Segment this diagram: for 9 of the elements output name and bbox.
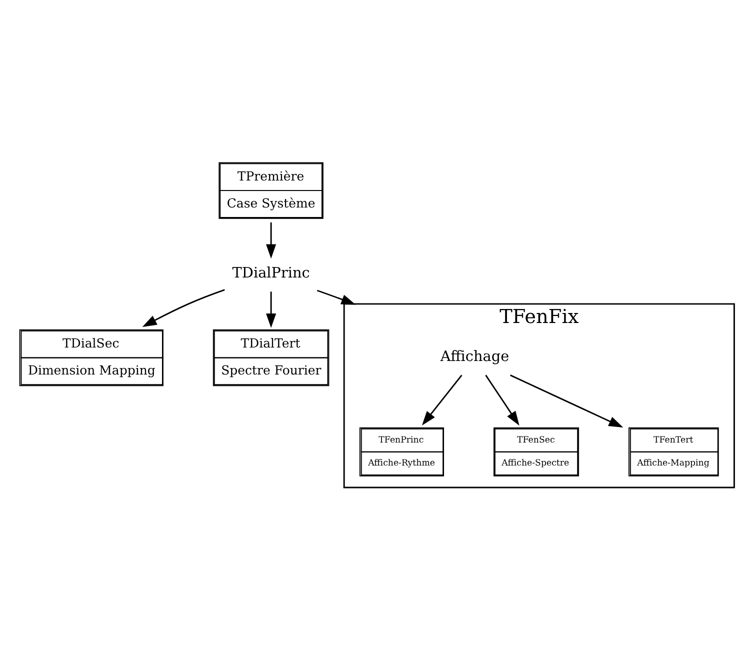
arrow <box>142 288 225 326</box>
arrow <box>422 374 462 425</box>
arrow <box>485 374 520 426</box>
arrow <box>316 289 356 304</box>
arrow <box>266 291 276 328</box>
arrow <box>510 374 624 428</box>
arrow <box>266 222 276 258</box>
node-text: Affichage <box>440 348 510 365</box>
node-text: TDialPrinc <box>232 265 310 282</box>
